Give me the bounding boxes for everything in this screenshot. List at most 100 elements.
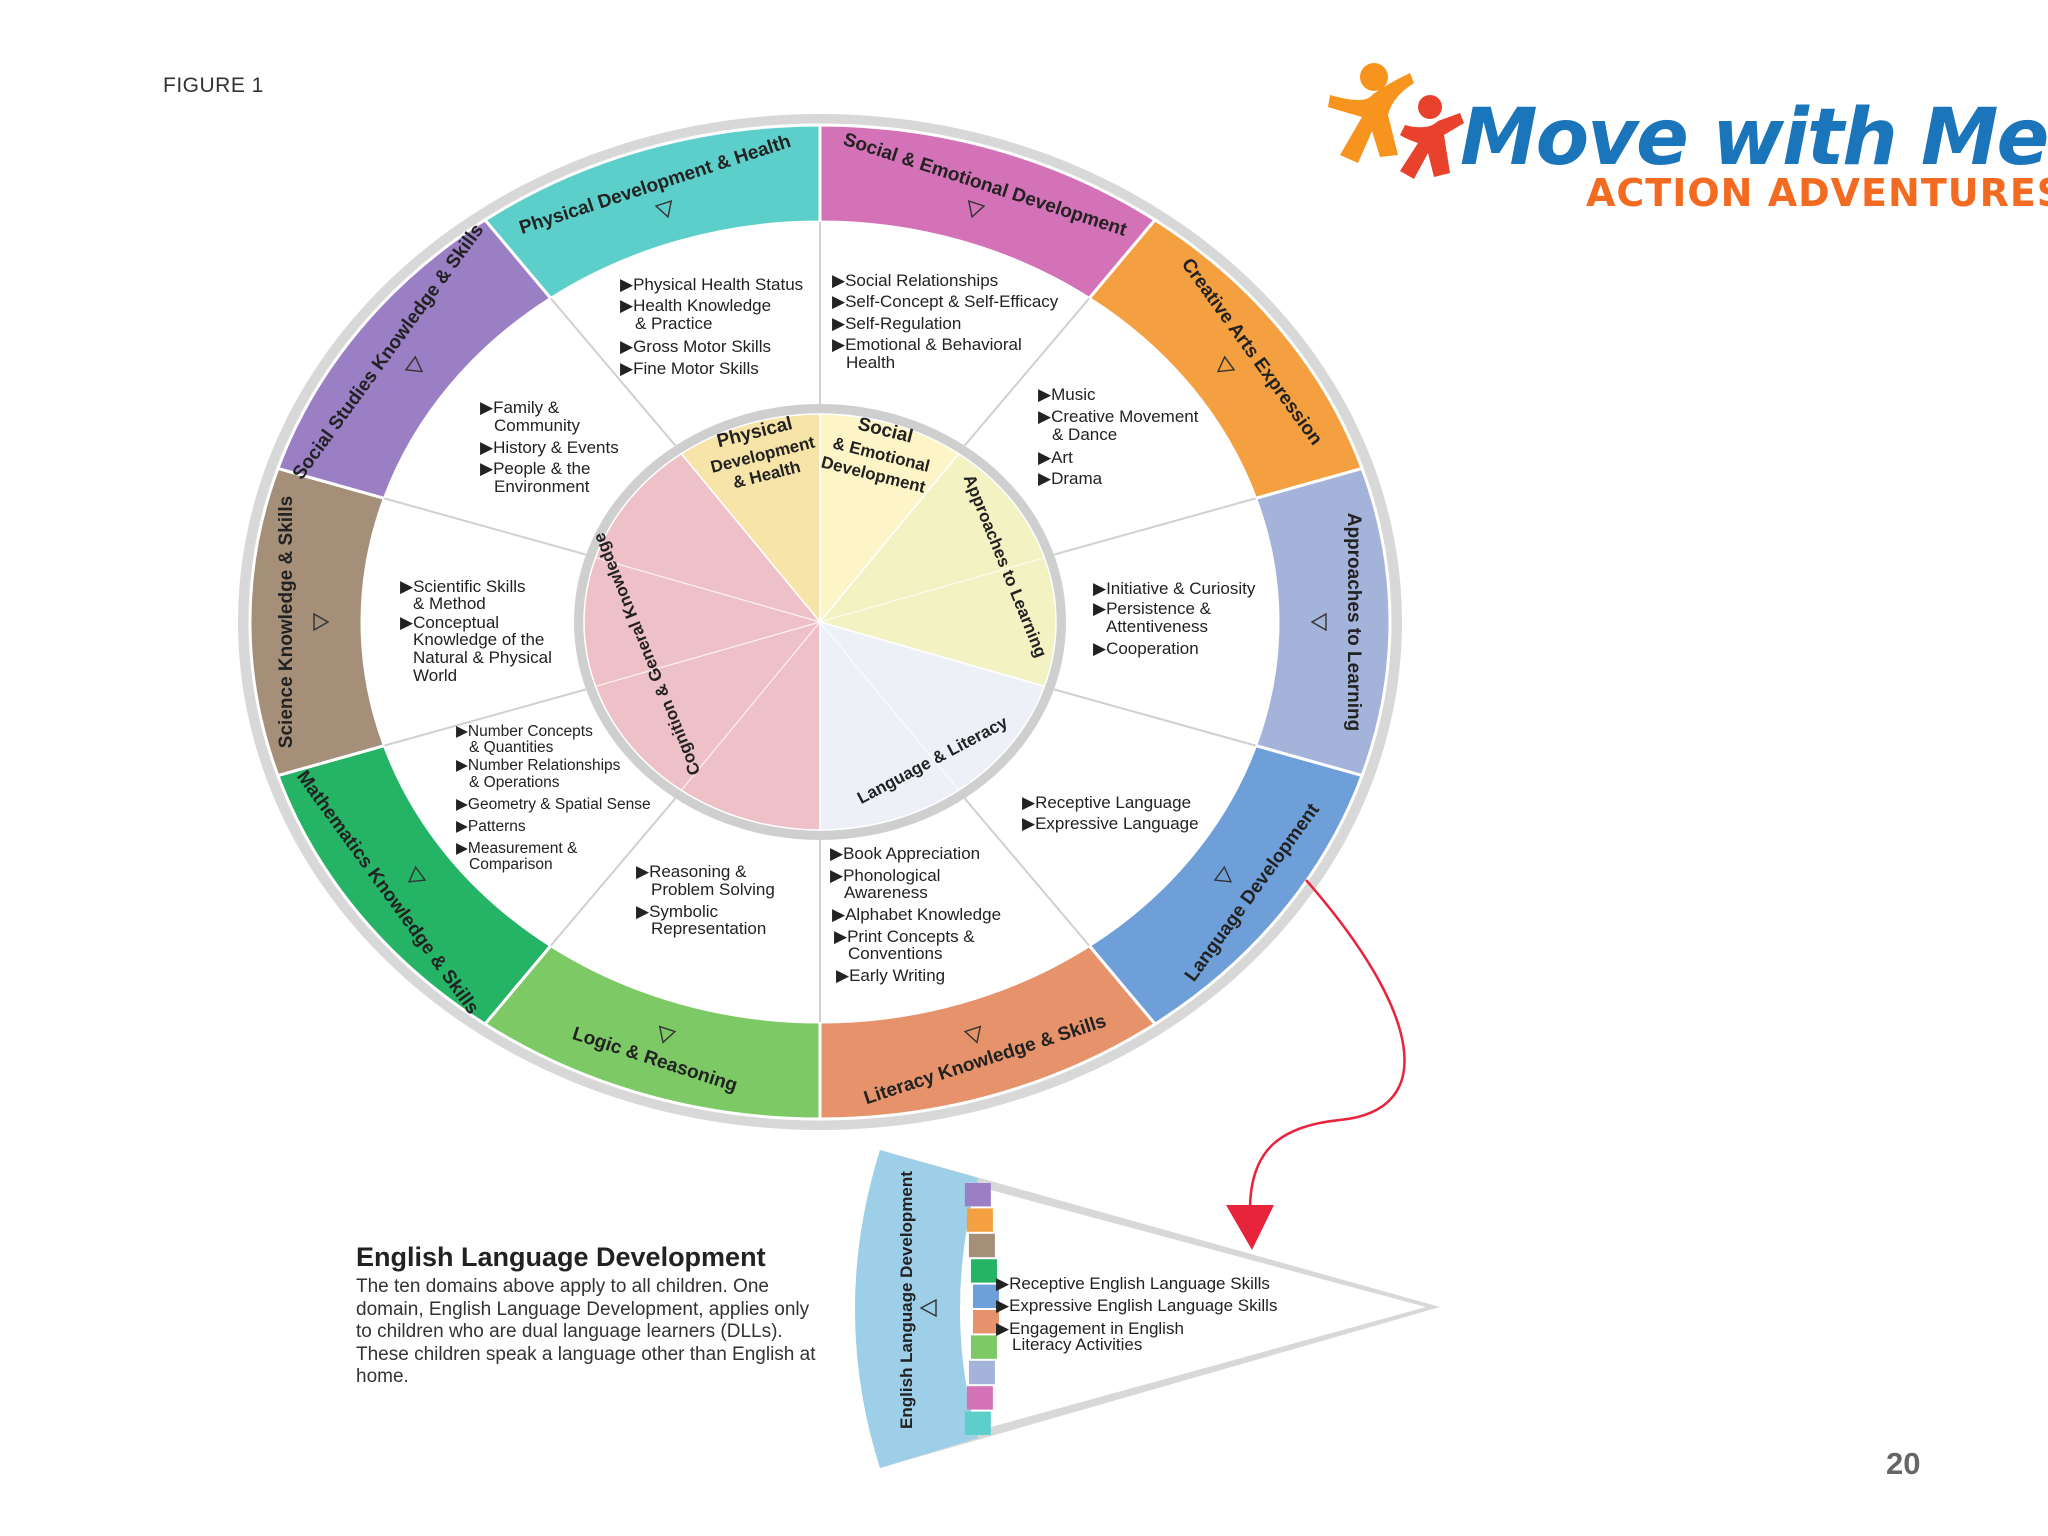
svg-text:▶Conceptual: ▶Conceptual (400, 613, 499, 632)
svg-text:Community: Community (494, 416, 580, 435)
eld-stripe (964, 1411, 991, 1435)
eld-item: ▶Receptive English Language Skills (996, 1274, 1270, 1293)
svg-text:▶Patterns: ▶Patterns (456, 818, 526, 835)
inner-spoke (680, 621, 821, 791)
svg-text:Conventions: Conventions (848, 944, 943, 963)
svg-text:& Method: & Method (413, 594, 486, 613)
eld-band (855, 1150, 978, 1468)
spoke-line (384, 497, 587, 556)
svg-text:Comparison: Comparison (469, 856, 553, 873)
svg-text:▶Social Relationships: ▶Social Relationships (832, 271, 998, 290)
spoke-line (550, 797, 677, 947)
spoke-line (1053, 497, 1256, 556)
ring-label-science: Science Knowledge & Skills (276, 496, 297, 748)
svg-text:▶Persistence &: ▶Persistence & (1093, 599, 1212, 618)
svg-text:& Operations: & Operations (469, 774, 560, 791)
ring-label-approaches: Approaches to Learning (1343, 513, 1364, 732)
svg-text:Attentiveness: Attentiveness (1106, 617, 1208, 636)
eld-wedge: English Language Development ▶Receptive … (855, 1150, 1440, 1468)
svg-text:▶Phonological: ▶Phonological (830, 866, 940, 885)
inner-spoke (819, 621, 960, 791)
spoke-line (963, 297, 1090, 447)
inner-circle (583, 413, 1057, 831)
eld-color-stripes (964, 1183, 999, 1435)
svg-text:▶Expressive Language: ▶Expressive Language (1022, 814, 1199, 833)
svg-text:& Dance: & Dance (1052, 425, 1117, 444)
svg-text:▶Art: ▶Art (1038, 448, 1073, 467)
svg-text:▶Print Concepts &: ▶Print Concepts & (834, 927, 975, 946)
svg-text:▶Emotional & Behavioral: ▶Emotional & Behavioral (832, 335, 1022, 354)
eld-stripe (966, 1208, 993, 1232)
triangle-marker-icon (407, 865, 427, 883)
eld-item: Literacy Activities (1012, 1335, 1142, 1354)
connector-arrowhead (1226, 1205, 1274, 1250)
eld-wedge-body (862, 1162, 1426, 1456)
subdomains-literacy: ▶Book Appreciation ▶Phonological Awarene… (830, 844, 1001, 985)
triangle-marker-icon (963, 1025, 982, 1044)
eld-stripe (966, 1386, 993, 1410)
logo-subtitle: ACTION ADVENTURES (1586, 171, 2048, 215)
svg-text:▶Number Relationships: ▶Number Relationships (456, 757, 621, 774)
eld-stripe (970, 1259, 997, 1283)
svg-text:World: World (413, 666, 457, 685)
inner-spoke (819, 557, 1045, 623)
inner-spoke (595, 621, 821, 687)
triangle-marker-icon (404, 355, 424, 373)
svg-text:▶Reasoning &: ▶Reasoning & (636, 862, 747, 881)
triangle-marker-icon (313, 612, 330, 632)
subdomains-logic: ▶Reasoning & Problem Solving ▶Symbolic R… (636, 862, 775, 938)
svg-text:▶Self-Regulation: ▶Self-Regulation (832, 314, 961, 333)
spoke-line (384, 688, 587, 747)
eld-stripe (968, 1233, 995, 1258)
page-number: 20 (1886, 1446, 1921, 1481)
eld-description: English Language Development The ten dom… (356, 1242, 816, 1389)
svg-text:▶People & the: ▶People & the (480, 459, 590, 478)
subdomains-physical-health: ▶Physical Health Status ▶Health Knowledg… (620, 275, 803, 378)
eld-heading: English Language Development (356, 1242, 766, 1272)
inner-segment-physical (680, 413, 821, 625)
eld-item: ▶Engagement in English (996, 1319, 1184, 1338)
svg-text:▶Family &: ▶Family & (480, 398, 560, 417)
outer-ring (248, 123, 1392, 1121)
eld-stripe (970, 1335, 997, 1359)
subdomains-social-emotional: ▶Social Relationships ▶Self-Concept & Se… (832, 271, 1059, 372)
eld-stripe (968, 1360, 995, 1385)
svg-text:▶Number Concepts: ▶Number Concepts (456, 723, 593, 740)
eld-stripe (972, 1284, 999, 1308)
inner-spoke (819, 453, 960, 623)
svg-text:▶Receptive Language: ▶Receptive Language (1022, 793, 1191, 812)
subdomains-math: ▶Number Concepts & Quantities ▶Number Re… (456, 723, 651, 873)
svg-text:& Quantities: & Quantities (469, 739, 554, 756)
svg-text:Problem Solving: Problem Solving (651, 880, 775, 899)
triangle-marker-icon (1310, 612, 1327, 632)
figure-label: FIGURE 1 (163, 74, 264, 97)
svg-text:▶Music: ▶Music (1038, 385, 1096, 404)
svg-text:▶Geometry & Spatial Sense: ▶Geometry & Spatial Sense (456, 796, 651, 813)
triangle-marker-icon (967, 200, 986, 219)
spokes (384, 222, 1256, 1022)
eld-item: ▶Expressive English Language Skills (996, 1296, 1277, 1315)
svg-text:Knowledge of the: Knowledge of the (413, 630, 544, 649)
eld-stripe (964, 1183, 991, 1207)
subdomains-social-studies: ▶Family & Community ▶History & Events ▶P… (480, 398, 619, 496)
svg-text:▶Scientific Skills: ▶Scientific Skills (400, 577, 526, 596)
inner-spoke (595, 557, 821, 623)
dancing-children-icon (1328, 63, 1464, 179)
inner-spoke (680, 453, 821, 623)
svg-text:Health: Health (846, 353, 895, 372)
spoke-line (1053, 688, 1256, 747)
svg-text:Awareness: Awareness (844, 883, 928, 902)
subdomains-science: ▶Scientific Skills & Method ▶Conceptual … (400, 577, 552, 685)
svg-text:Representation: Representation (651, 919, 766, 938)
connector-arrow-line (1248, 879, 1406, 1211)
eld-stripe (972, 1310, 999, 1334)
svg-text:Environment: Environment (494, 477, 590, 496)
subdomains-language-development: ▶Receptive Language ▶Expressive Language (1022, 793, 1199, 833)
svg-text:& Practice: & Practice (635, 314, 712, 333)
svg-text:▶History & Events: ▶History & Events (480, 438, 619, 457)
svg-text:▶Book Appreciation: ▶Book Appreciation (830, 844, 980, 863)
inner-spoke (819, 621, 1045, 687)
svg-text:▶Drama: ▶Drama (1038, 469, 1103, 488)
